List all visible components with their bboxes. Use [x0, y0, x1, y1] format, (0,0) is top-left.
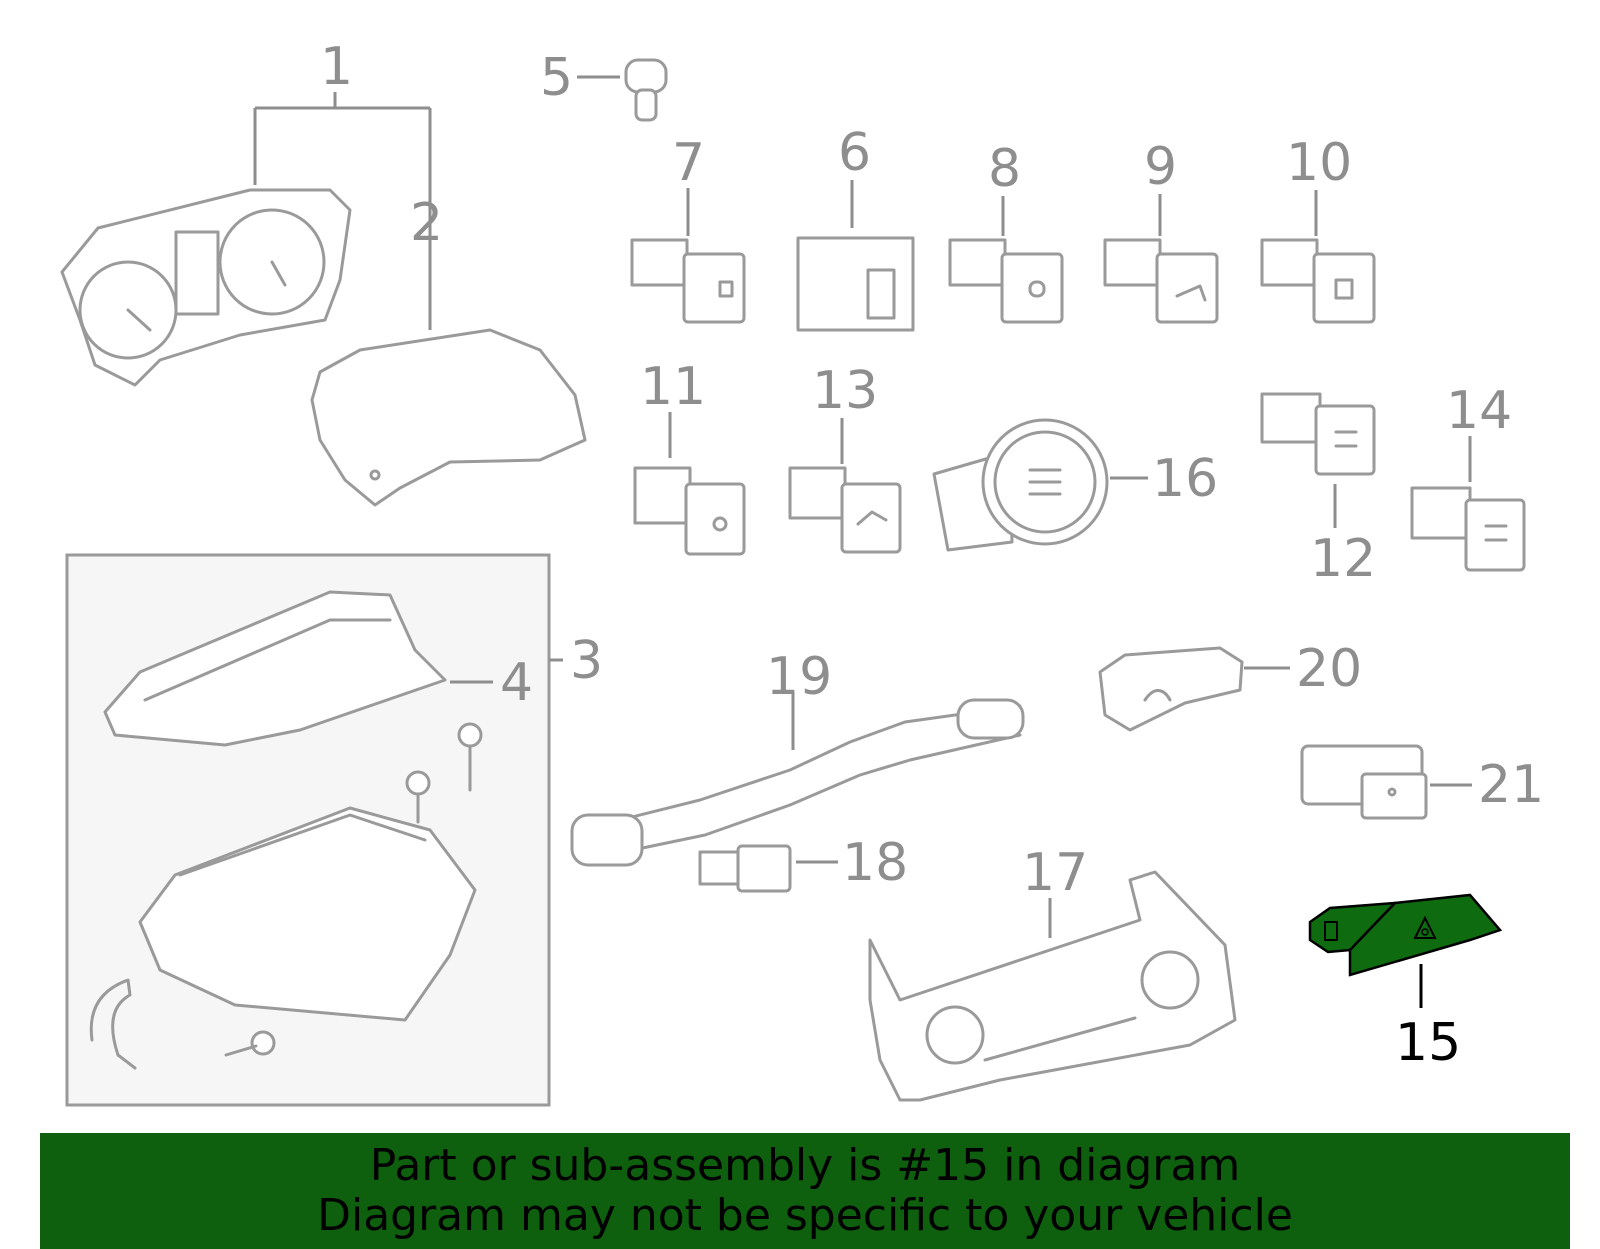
callout-11: 11: [640, 357, 706, 417]
part-4-bracket: [89, 978, 137, 1070]
part-5-clip[interactable]: [624, 58, 668, 122]
callout-19: 19: [766, 647, 832, 707]
callout-6: 6: [838, 123, 871, 183]
callout-15: 15: [1395, 1013, 1461, 1073]
part-18-sensor[interactable]: [698, 844, 792, 893]
callout-8: 8: [988, 139, 1021, 199]
callout-16: 16: [1152, 449, 1218, 509]
part-2-cluster-lens[interactable]: [310, 328, 587, 507]
part-7-switch[interactable]: [630, 238, 746, 324]
part-1-instrument-cluster[interactable]: [60, 188, 352, 387]
part-15-hazard-switch[interactable]: [1308, 893, 1503, 977]
bolt-2: [405, 770, 431, 824]
callout-18: 18: [842, 833, 908, 893]
callout-7: 7: [672, 133, 705, 193]
callout-1: 1: [320, 37, 353, 97]
part-21-switch[interactable]: [1300, 744, 1428, 820]
callout-5: 5: [540, 48, 573, 108]
part-10-switch[interactable]: [1260, 238, 1376, 324]
part-13-switch[interactable]: [788, 466, 902, 554]
hazard-triangle-icon: [1413, 915, 1437, 939]
part-14-switch[interactable]: [1410, 486, 1526, 572]
part-4-glovebox-lower[interactable]: [138, 806, 477, 1022]
callout-10: 10: [1286, 133, 1352, 193]
part-11-switch[interactable]: [633, 466, 746, 556]
callout-20: 20: [1296, 639, 1362, 699]
part-16-start-button[interactable]: [932, 418, 1109, 552]
bolt-3: [224, 1030, 276, 1057]
bolt-1: [457, 722, 483, 792]
callout-2: 2: [410, 193, 443, 253]
part-20-connector[interactable]: [1098, 646, 1244, 732]
banner-line-1: Part or sub-assembly is #15 in diagram: [369, 1140, 1241, 1191]
part-6-switch[interactable]: [796, 236, 915, 332]
part-12-switch[interactable]: [1260, 392, 1376, 476]
leader-1-2: [253, 92, 432, 330]
part-19-combination-switch[interactable]: [570, 698, 1025, 867]
callout-21: 21: [1478, 755, 1544, 815]
part-9-switch[interactable]: [1103, 238, 1219, 324]
banner-line-2: Diagram may not be specific to your vehi…: [317, 1190, 1293, 1241]
part-8-switch[interactable]: [948, 238, 1064, 324]
callout-13: 13: [812, 361, 878, 421]
part-4-glovebox-upper[interactable]: [103, 590, 447, 747]
callout-4: 4: [500, 653, 533, 713]
callout-17: 17: [1022, 843, 1088, 903]
part-17-center-panel[interactable]: [868, 870, 1237, 1102]
info-banner: Part or sub-assembly is #15 in diagram D…: [40, 1133, 1570, 1249]
callout-12: 12: [1310, 529, 1376, 589]
callout-9: 9: [1144, 137, 1177, 197]
callout-3: 3: [570, 631, 603, 691]
callout-14: 14: [1446, 381, 1512, 441]
